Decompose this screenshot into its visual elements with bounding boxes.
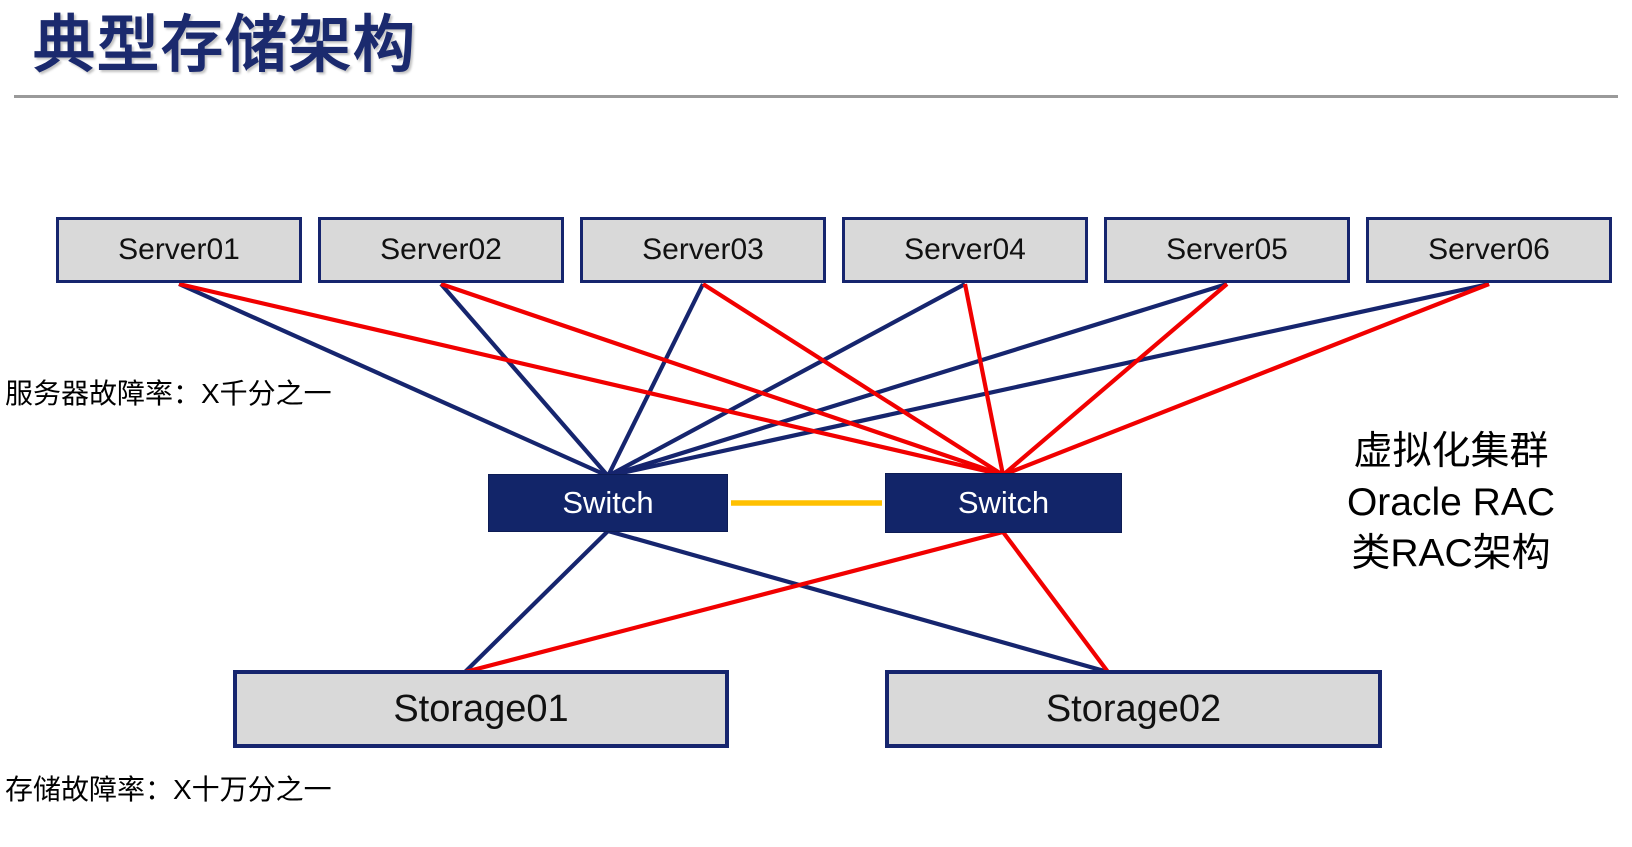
storage02-box: Storage02 xyxy=(885,670,1382,748)
server04-label: Server04 xyxy=(904,233,1026,266)
server03-label: Server03 xyxy=(642,233,764,266)
server02-label: Server02 xyxy=(380,233,502,266)
server05-label: Server05 xyxy=(1166,233,1288,266)
title-underline xyxy=(14,95,1618,98)
storage-failure-rate-note: 存储故障率：X十万分之一 xyxy=(5,774,332,805)
link-server6-switchL xyxy=(607,281,1490,479)
link-server5-switchL xyxy=(607,281,1228,479)
link-server2-switchL xyxy=(439,282,610,478)
cluster-note-line-1: 虚拟化集群 xyxy=(1353,430,1549,473)
storage01-label: Storage01 xyxy=(393,687,569,730)
link-switchL-storage2 xyxy=(607,528,1109,675)
link-server4-switchR xyxy=(962,283,1006,476)
cluster-note-line-2: Oracle RAC xyxy=(1346,481,1556,524)
link-switchR-storage1 xyxy=(464,529,1004,675)
switch-right-label: Switch xyxy=(957,485,1050,520)
server04-box: Server04 xyxy=(842,217,1088,283)
switch-left-box: Switch xyxy=(488,474,728,532)
switch-left-label: Switch xyxy=(562,485,654,520)
server01-label: Server01 xyxy=(118,233,240,266)
link-server2-switchR xyxy=(440,282,1004,477)
link-server4-switchL xyxy=(607,282,966,478)
link-server5-switchR xyxy=(1001,282,1229,477)
link-server6-switchR xyxy=(1002,282,1490,477)
server02-box: Server02 xyxy=(318,217,564,283)
link-server1-switchR xyxy=(178,281,1004,478)
server01-box: Server01 xyxy=(56,217,302,283)
cluster-type-note: 虚拟化集群 Oracle RAC 类RAC架构 xyxy=(1320,426,1582,579)
server-failure-rate-note: 服务器故障率：X千分之一 xyxy=(5,378,332,409)
server03-box: Server03 xyxy=(580,217,826,283)
server06-box: Server06 xyxy=(1366,217,1612,283)
storage02-label: Storage02 xyxy=(1045,687,1222,730)
server05-box: Server05 xyxy=(1104,217,1350,283)
link-server3-switchL xyxy=(606,283,705,477)
link-server1-switchL xyxy=(178,282,609,478)
link-server3-switchR xyxy=(701,282,1005,477)
switch-right-box: Switch xyxy=(885,473,1122,533)
cluster-note-line-3: 类RAC架构 xyxy=(1351,532,1551,575)
storage01-box: Storage01 xyxy=(233,670,729,748)
link-switchR-storage2 xyxy=(1001,530,1110,674)
link-switchL-storage1 xyxy=(463,529,610,674)
server06-label: Server06 xyxy=(1428,233,1550,266)
slide-title: 典型存储架构 xyxy=(33,11,418,80)
